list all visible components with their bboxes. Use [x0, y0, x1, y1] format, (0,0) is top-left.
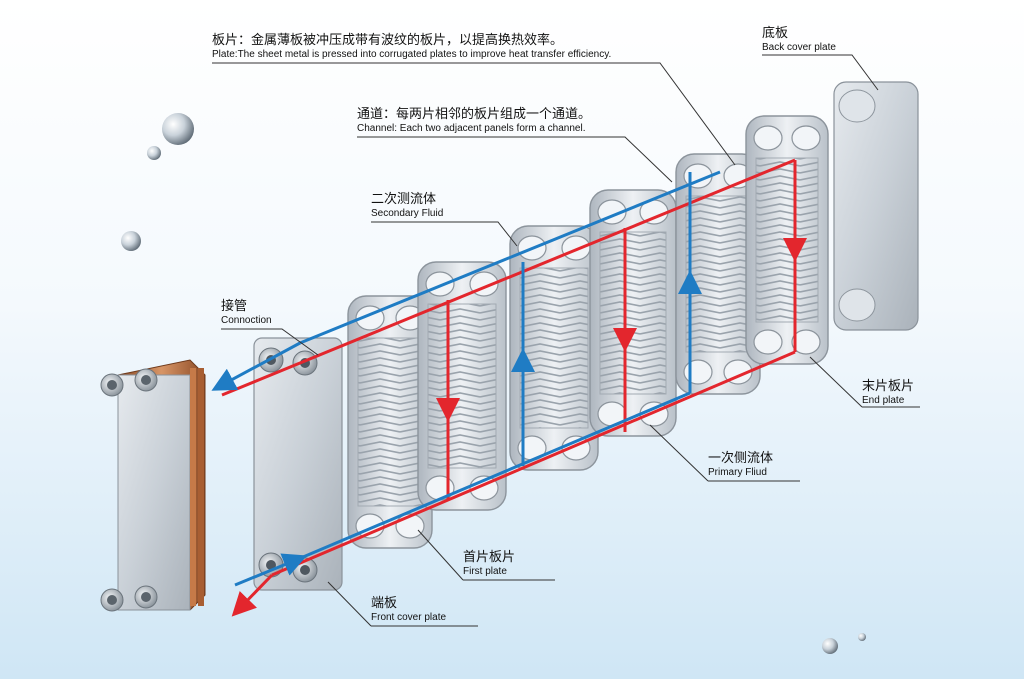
secondary-flow-line: [295, 391, 691, 562]
secondary-flow-line: [299, 170, 721, 345]
corrugated-plate: [745, 115, 829, 365]
secondary-flow-line: [234, 553, 308, 587]
leader-lines: [212, 54, 920, 627]
label-channel: 通道：每两片相邻的板片组成一个通道。 Channel: Each two adj…: [357, 107, 592, 134]
label-front-cover-plate-en: Front cover plate: [371, 611, 447, 623]
label-connection-en: Connoction: [221, 314, 272, 326]
label-first-plate-cn: 首片板片: [463, 550, 516, 565]
primary-flow-line: [221, 158, 796, 397]
label-plate-en: Plate:The sheet metal is pressed into co…: [212, 48, 612, 60]
primary-flow-line: [271, 350, 796, 577]
bubble-decoration: [858, 633, 866, 641]
label-back-cover-plate-cn: 底板: [762, 26, 789, 41]
bubble-decoration: [162, 113, 194, 145]
corrugated-plate: [347, 295, 433, 549]
label-end-plate-cn: 末片板片: [862, 379, 915, 394]
label-first-plate: 首片板片 First plate: [463, 550, 516, 577]
primary-flow-line: [231, 573, 274, 617]
label-secondary-fluid-en: Secondary Fluid: [371, 207, 444, 219]
label-front-cover-plate: 端板 Front cover plate: [371, 596, 447, 623]
flow-lines: [211, 158, 807, 617]
secondary-flow-line: [211, 341, 301, 391]
bubble-decoration: [147, 146, 161, 160]
label-first-plate-en: First plate: [463, 565, 507, 577]
label-connection: 接管 Connoction: [221, 299, 272, 326]
label-back-cover-plate-en: Back cover plate: [762, 41, 836, 53]
corrugated-plate: [417, 261, 507, 511]
label-plate: 板片：金属薄板被冲压成带有波纹的板片，以提高换热效率。 Plate:The sh…: [212, 33, 612, 60]
label-channel-cn: 通道：每两片相邻的板片组成一个通道。: [357, 107, 592, 122]
back-cover-plate: [833, 81, 919, 331]
label-primary-fluid-en: Primary Fliud: [708, 466, 767, 478]
bubble-decoration: [822, 638, 838, 654]
label-plate-cn: 板片：金属薄板被冲压成带有波纹的板片，以提高换热效率。: [212, 33, 564, 48]
label-primary-fluid: 一次侧流体 Primary Fliud: [708, 451, 774, 478]
label-secondary-fluid-cn: 二次测流体: [371, 192, 437, 207]
label-front-cover-plate-cn: 端板: [371, 596, 398, 611]
corrugated-plate: [509, 225, 599, 471]
label-back-cover-plate: 底板 Back cover plate: [762, 26, 836, 53]
label-channel-en: Channel: Each two adjacent panels form a…: [357, 122, 586, 134]
label-primary-fluid-cn: 一次侧流体: [708, 451, 774, 466]
label-secondary-fluid: 二次测流体 Secondary Fluid: [371, 192, 444, 219]
bubble-decoration: [121, 231, 141, 251]
label-end-plate-en: End plate: [862, 394, 905, 406]
label-connection-cn: 接管: [221, 299, 248, 314]
assembled-heat-exchanger: [100, 359, 206, 612]
plate-stack: [347, 115, 829, 549]
label-end-plate: 末片板片 End plate: [862, 379, 915, 406]
